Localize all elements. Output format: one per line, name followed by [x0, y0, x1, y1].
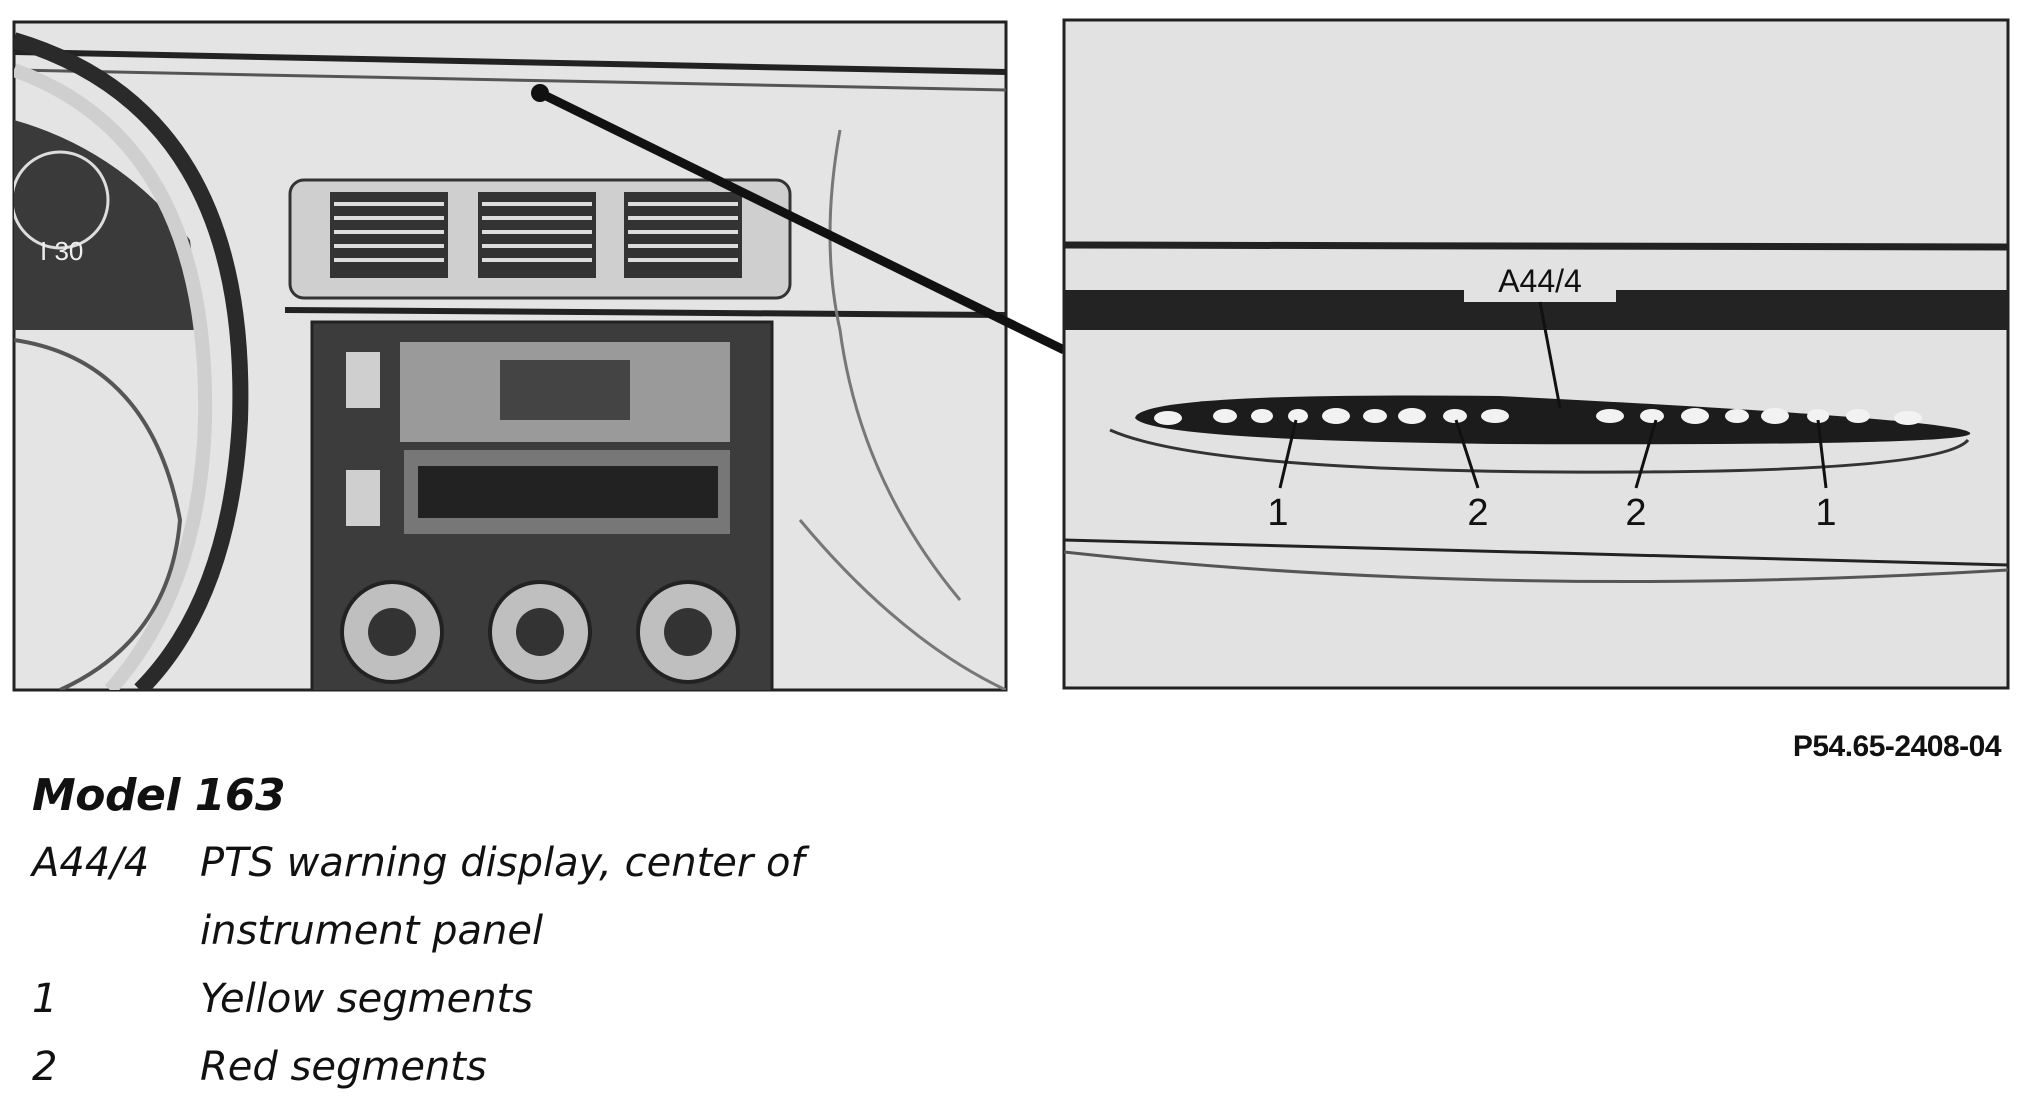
- legend-key: 1: [32, 976, 58, 1022]
- legend-key: 2: [32, 1044, 58, 1090]
- legend-item: A44/4 PTS warning display, center of ins…: [32, 829, 920, 965]
- segment-leader-2b: [1634, 419, 1658, 489]
- legend-item: 2 Red segments: [32, 1033, 920, 1101]
- pts-warning-display: [1109, 395, 1971, 474]
- caption-title: Model 163: [32, 770, 286, 821]
- display-detail-panel: A44/4 1 2 2 1: [1062, 18, 2010, 690]
- svg-text:I 30: I 30: [40, 236, 83, 266]
- center-console: [310, 320, 774, 690]
- dashboard-overview-panel: I 30: [12, 20, 1008, 692]
- callout-leader-line: [538, 88, 1066, 355]
- figure-reference-code: P54.65-2408-04: [1792, 730, 2002, 763]
- instrument-cluster: [14, 120, 200, 330]
- legend-key: A44/4: [32, 840, 150, 886]
- steering-wheel: [14, 32, 249, 690]
- display-segments: [1154, 408, 1922, 425]
- segment-label-2b: 2: [1625, 492, 1646, 534]
- segment-leader-1a: [1278, 419, 1298, 489]
- segment-leader-1b: [1816, 419, 1828, 489]
- segment-label-2a: 2: [1467, 492, 1488, 534]
- segment-leader-2a: [1454, 419, 1480, 489]
- legend-description: Red segments: [200, 1044, 487, 1090]
- segment-label-1a: 1: [1267, 492, 1288, 534]
- legend-item: 1 Yellow segments: [32, 965, 920, 1033]
- legend-description: Yellow segments: [200, 976, 534, 1022]
- callout-label: A44/4: [1498, 263, 1582, 299]
- figure-caption: Model 163 A44/4 PTS warning display, cen…: [32, 770, 920, 1101]
- segment-label-1b: 1: [1815, 492, 1836, 534]
- legend-description: PTS warning display, center of instrumen…: [200, 840, 805, 954]
- callout-label-leader: [1538, 301, 1562, 409]
- center-air-vents: [288, 178, 792, 300]
- callout-label-box: [1464, 262, 1616, 302]
- dashboard-illustration: I 30: [12, 18, 2010, 692]
